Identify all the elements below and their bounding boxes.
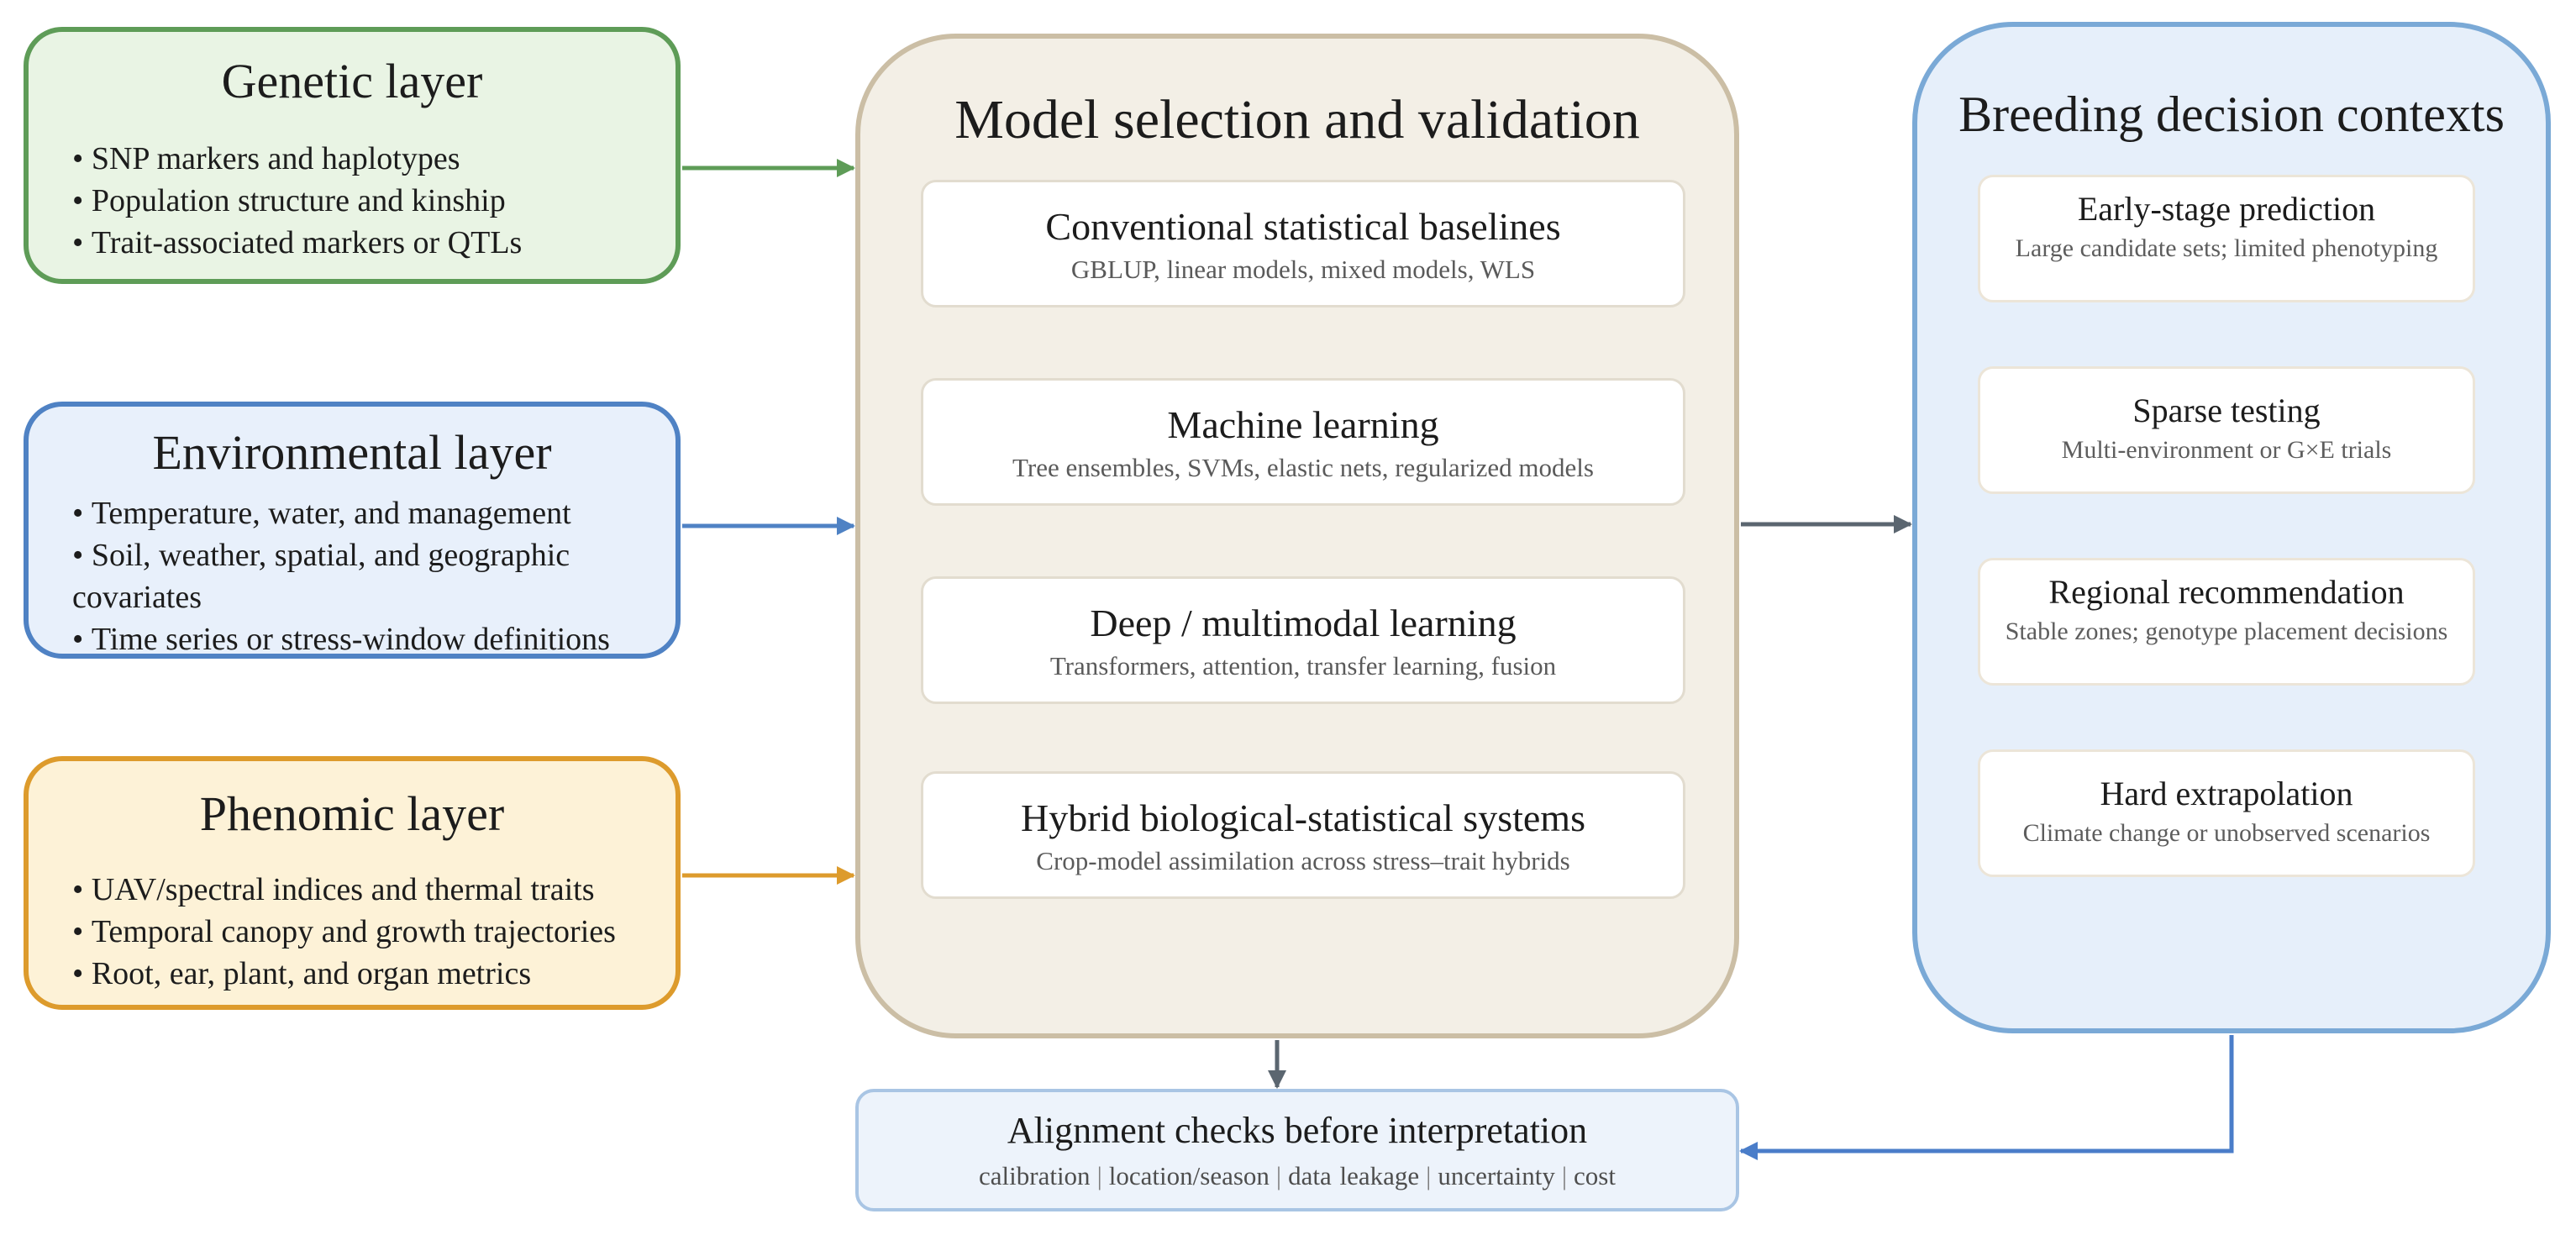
context-title: Sparse testing	[2132, 392, 2321, 429]
environmental-item: Time series or stress-window definitions	[72, 618, 632, 660]
alignment-check: data leakage	[1288, 1161, 1420, 1190]
environmental-layer-box: Environmental layer Temperature, water, …	[24, 402, 681, 659]
method-card-hybrid: Hybrid biological-statistical systems Cr…	[921, 771, 1685, 899]
breeding-contexts-box: Breeding decision contexts Early-stage p…	[1912, 22, 2551, 1033]
arrow-contexts-to-alignment	[1741, 1035, 2234, 1154]
genetic-item: SNP markers and haplotypes	[72, 138, 632, 180]
separator: |	[1275, 1161, 1282, 1190]
method-card-deep-learning: Deep / multimodal learning Transformers,…	[921, 576, 1685, 704]
genetic-item: Trait-associated markers or QTLs	[72, 222, 632, 264]
breeding-contexts-title: Breeding decision contexts	[1958, 87, 2505, 142]
phenomic-item: Root, ear, plant, and organ metrics	[72, 953, 632, 995]
genetic-layer-title: Genetic layer	[221, 54, 483, 108]
arrow-genetic-to-model-head	[837, 159, 855, 177]
genetic-item: Population structure and kinship	[72, 180, 632, 222]
method-subtitle: Transformers, attention, transfer learni…	[1049, 651, 1557, 681]
method-title: Conventional statistical baselines	[1045, 205, 1561, 248]
context-title: Hard extrapolation	[2100, 775, 2353, 812]
method-title: Machine learning	[1167, 403, 1439, 446]
method-card-machine-learning: Machine learning Tree ensembles, SVMs, e…	[921, 378, 1685, 506]
method-title: Hybrid biological-statistical systems	[1020, 796, 1585, 839]
arrow-model-to-contexts-head	[1894, 515, 1912, 533]
arrow-phenomic-to-model-head	[837, 866, 855, 885]
separator: |	[1561, 1161, 1568, 1190]
arrow-model-to-alignment-head	[1268, 1070, 1286, 1089]
separator: |	[1096, 1161, 1102, 1190]
separator: |	[1426, 1161, 1432, 1190]
context-subtitle: Stable zones; genotype placement decisio…	[2005, 618, 2448, 645]
alignment-checks-list: calibration|location/season|data leakage…	[859, 1163, 1736, 1189]
arrow-environmental-to-model-head	[837, 517, 855, 535]
method-title: Deep / multimodal learning	[1090, 602, 1517, 644]
phenomic-layer-list: UAV/spectral indices and thermal traits …	[72, 869, 632, 995]
alignment-check: cost	[1574, 1161, 1616, 1190]
phenomic-layer-title: Phenomic layer	[199, 786, 505, 841]
alignment-title: Alignment checks before interpretation	[1007, 1110, 1588, 1151]
context-card-early-stage: Early-stage prediction Large candidate s…	[1978, 175, 2475, 302]
method-subtitle: Crop-model assimilation across stress–tr…	[1036, 846, 1570, 875]
context-card-regional: Regional recommendation Stable zones; ge…	[1978, 558, 2475, 686]
environmental-item: Soil, weather, spatial, and geographic c…	[72, 534, 632, 618]
model-selection-box: Model selection and validation Conventio…	[855, 34, 1739, 1038]
context-subtitle: Multi-environment or G×E trials	[2061, 436, 2392, 464]
environmental-item: Temperature, water, and management	[72, 492, 632, 534]
environmental-layer-list: Temperature, water, and management Soil,…	[72, 492, 632, 660]
phenomic-layer-box: Phenomic layer UAV/spectral indices and …	[24, 756, 681, 1010]
arrow-contexts-to-alignment-head	[1739, 1142, 1758, 1160]
method-card-conventional: Conventional statistical baselines GBLUP…	[921, 180, 1685, 307]
phenomic-item: Temporal canopy and growth trajectories	[72, 911, 632, 953]
genetic-layer-list: SNP markers and haplotypes Population st…	[72, 138, 632, 264]
method-subtitle: Tree ensembles, SVMs, elastic nets, regu…	[1012, 453, 1594, 482]
alignment-check: uncertainty	[1438, 1161, 1555, 1190]
context-card-sparse-testing: Sparse testing Multi-environment or G×E …	[1978, 366, 2475, 494]
alignment-checks-box: Alignment checks before interpretation c…	[855, 1089, 1739, 1211]
model-selection-title: Model selection and validation	[954, 89, 1640, 150]
alignment-check: calibration	[979, 1161, 1091, 1190]
context-subtitle: Climate change or unobserved scenarios	[2022, 819, 2431, 847]
environmental-layer-title: Environmental layer	[152, 425, 552, 480]
context-subtitle: Large candidate sets; limited phenotypin…	[2015, 234, 2438, 262]
context-title: Regional recommendation	[2048, 573, 2405, 611]
context-card-hard-extrapolation: Hard extrapolation Climate change or uno…	[1978, 749, 2475, 877]
context-title: Early-stage prediction	[2077, 190, 2376, 228]
phenomic-item: UAV/spectral indices and thermal traits	[72, 869, 632, 911]
method-subtitle: GBLUP, linear models, mixed models, WLS	[1070, 255, 1536, 284]
genetic-layer-box: Genetic layer SNP markers and haplotypes…	[24, 27, 681, 284]
alignment-check: location/season	[1108, 1161, 1270, 1190]
